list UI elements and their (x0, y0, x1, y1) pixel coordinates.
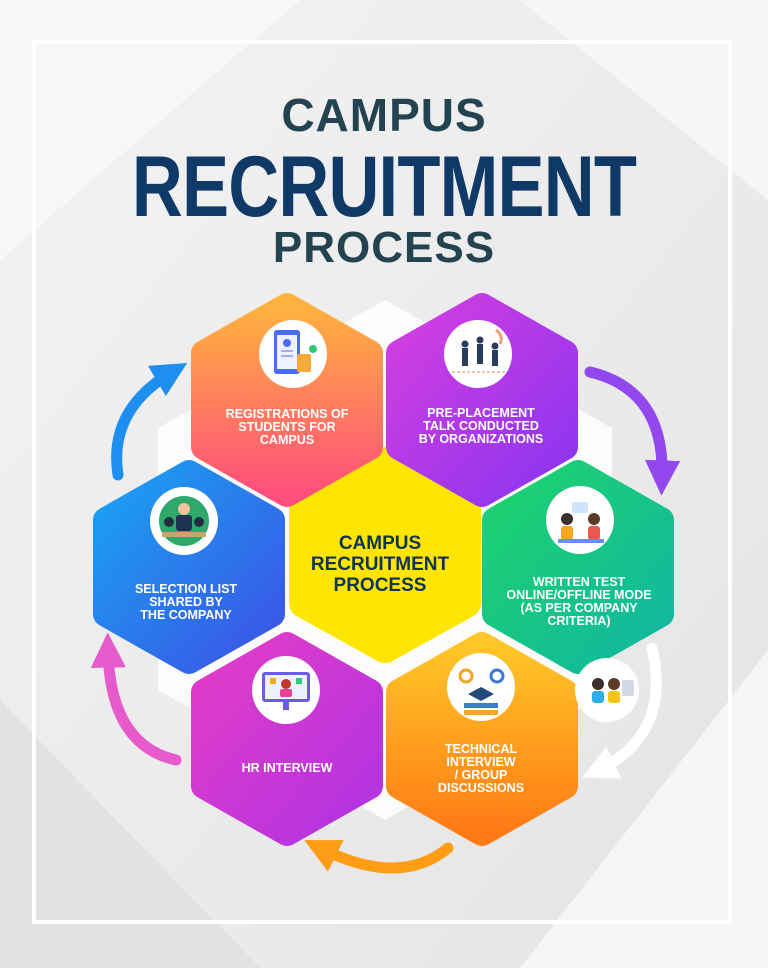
floating-people-icon (575, 658, 639, 722)
arrow-purple (584, 366, 681, 496)
hexagon-pre-placement (386, 293, 578, 507)
arrow-blue (111, 363, 188, 481)
label-written-test: WRITTEN TEST ONLINE/OFFLINE MODE (AS PER… (506, 575, 652, 628)
label-registration: REGISTRATIONS OF STUDENTS FOR CAMPUS (225, 407, 349, 447)
video-interview-icon (252, 656, 320, 724)
hexagon-registration (191, 293, 383, 507)
title-line-process: PROCESS (272, 223, 496, 272)
white-frame (32, 40, 732, 924)
title-line-campus: CAMPUS (281, 89, 487, 141)
hexagon-technical-interview (386, 632, 578, 846)
technical-interview-icon (447, 653, 515, 721)
arrow-white (582, 642, 662, 779)
hexagon-hr-interview (191, 632, 383, 846)
title-line-recruitment: RECRUITMENT (131, 139, 637, 235)
business-people-icon (444, 320, 512, 388)
label-technical-interview: TECHNICAL INTERVIEW / GROUP DISCUSSIONS (437, 742, 525, 795)
arrow-orange (304, 840, 454, 874)
label-selection-list: SELECTION LIST SHARED BY THE COMPANY (134, 582, 238, 622)
arrow-pink (90, 632, 182, 766)
test-discussion-icon (546, 486, 614, 554)
hexagon-selection-list (93, 460, 285, 674)
label-hr-interview: HR INTERVIEW (241, 761, 333, 775)
label-pre-placement: PRE-PLACEMENT TALK CONDUCTED BY ORGANIZA… (418, 406, 544, 446)
selection-panel-icon (150, 487, 218, 555)
center-label: CAMPUS RECRUITMENT PROCESS (310, 533, 450, 596)
registration-form-icon (259, 320, 327, 388)
center-hexagon (289, 447, 481, 663)
hexagon-written-test (482, 460, 674, 674)
